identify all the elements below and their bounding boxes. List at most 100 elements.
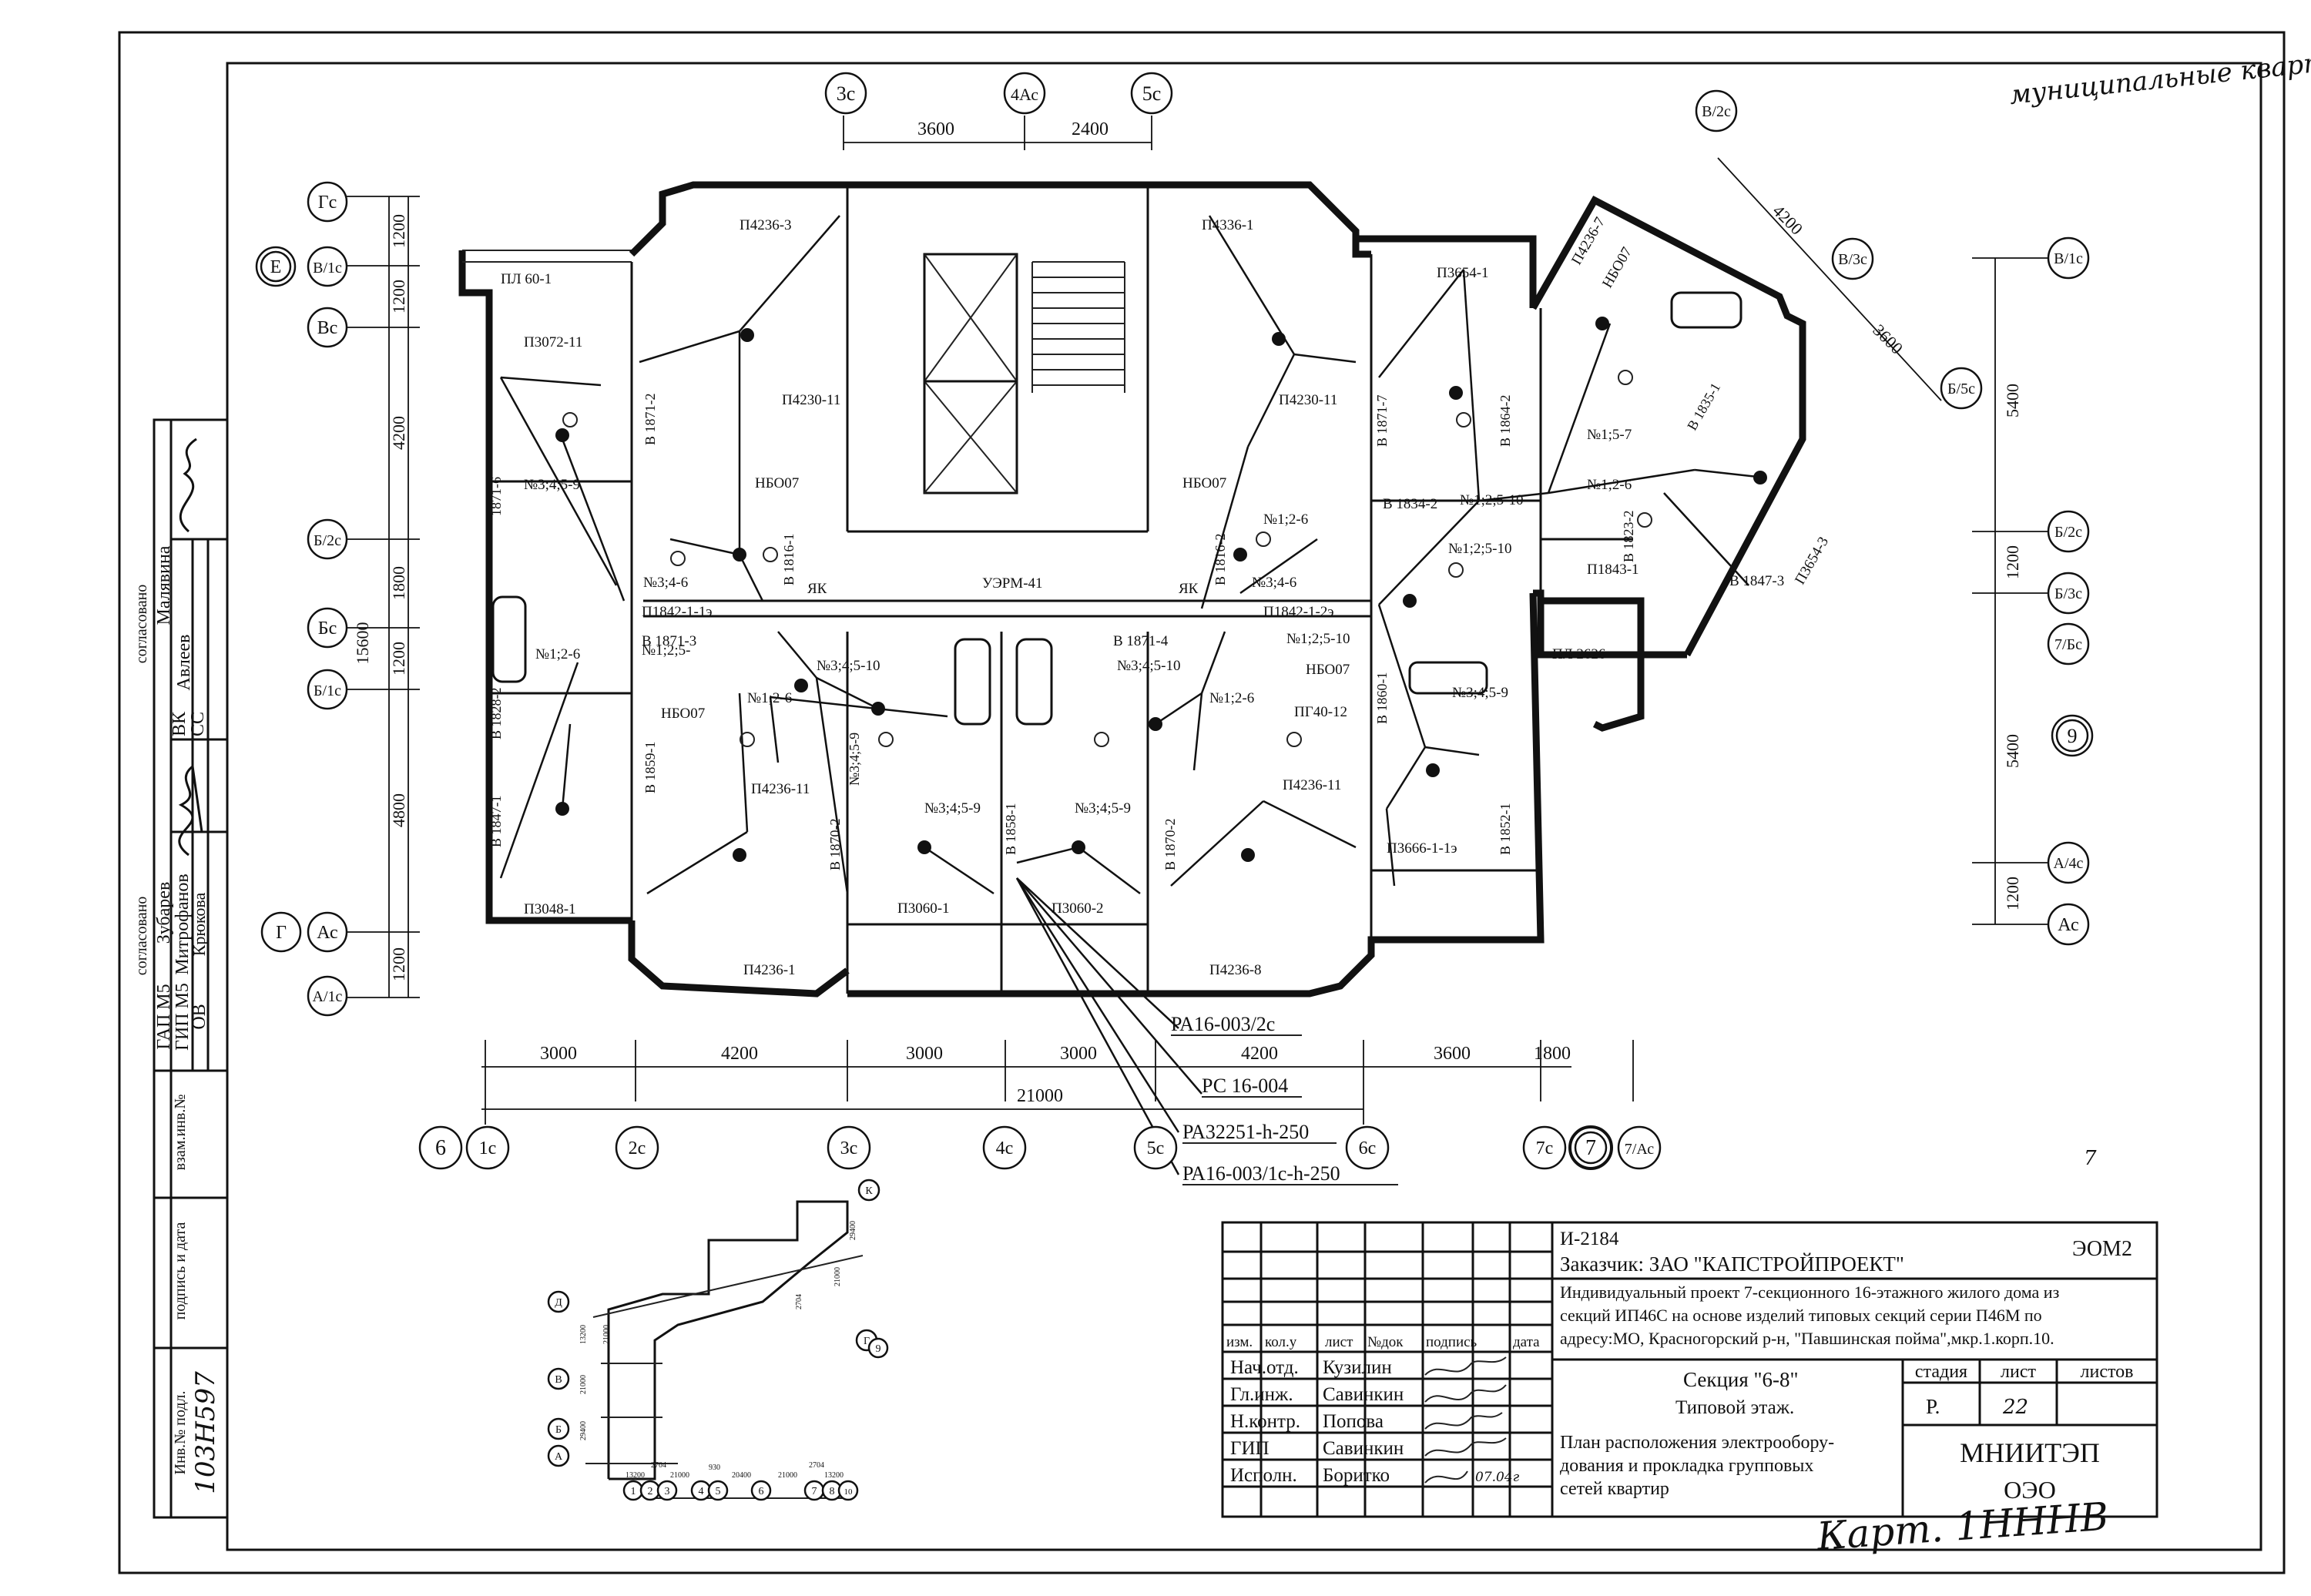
label-n12510d: №1;2;5- bbox=[642, 642, 691, 659]
building-walls bbox=[458, 181, 1806, 998]
svg-text:3000: 3000 bbox=[906, 1044, 943, 1064]
svg-text:4с: 4с bbox=[996, 1138, 1014, 1158]
label-p3060-2: П3060-2 bbox=[1052, 900, 1104, 917]
label-n346f: №3;4-6 bbox=[643, 575, 688, 591]
label-n346a: №3;4;5-9 bbox=[524, 477, 580, 493]
svg-text:стадия: стадия bbox=[1915, 1362, 1967, 1382]
label-b1847-1: В 1847-1 bbox=[488, 796, 504, 848]
label-b1864-2: В 1864-2 bbox=[1498, 395, 1513, 448]
svg-text:1: 1 bbox=[631, 1486, 636, 1497]
svg-text:Ас: Ас bbox=[2058, 915, 2078, 935]
label-pl2626: ПЛ 2626 bbox=[1552, 646, 1605, 662]
label-b1871-6: 1871-6 bbox=[488, 477, 504, 516]
svg-text:ВК: ВК bbox=[169, 711, 190, 736]
stamp-sign-date: подпись и дата bbox=[172, 1222, 189, 1319]
top-axis-4ac bbox=[1003, 72, 1046, 115]
doc-code: ЭОМ2 bbox=[2072, 1237, 2132, 1261]
svg-text:4200: 4200 bbox=[389, 416, 408, 450]
label-n126a: №1;2-6 bbox=[535, 646, 580, 662]
stamp-inv-number: 103Н597 bbox=[190, 1371, 221, 1494]
svg-text:6: 6 bbox=[435, 1136, 446, 1160]
svg-text:Б/5с: Б/5с bbox=[1947, 381, 1975, 397]
svg-text:7/Ас: 7/Ас bbox=[1625, 1141, 1655, 1158]
title-block: И-2184 ЭОМ2 Заказчик: ЗАО "КАПСТРОЙПРОЕК… bbox=[1221, 1221, 2158, 1518]
svg-text:Д: Д bbox=[555, 1297, 562, 1309]
label-b1835-1: В 1835-1 bbox=[1684, 381, 1723, 433]
label-n346b: №3;4;5-9 bbox=[924, 800, 981, 816]
bottom-dimensions: 3000 4200 3000 3000 4200 3600 1800 21000… bbox=[418, 1040, 1662, 1170]
top-dimensions: 3с 4Ас 5с 3600 2400 bbox=[824, 72, 1173, 150]
label-p1842a: П1842-1-1э bbox=[642, 604, 713, 620]
signature-1 bbox=[179, 438, 197, 533]
left-axis-a1c bbox=[307, 975, 348, 1017]
leader-pa16-003-2c: РА16-003/2с bbox=[1171, 1013, 1275, 1035]
svg-text:План расположения электрообору: План расположения электрообору- bbox=[1560, 1433, 1834, 1453]
svg-text:В: В bbox=[555, 1374, 562, 1386]
right-axis-ac bbox=[2047, 903, 2090, 946]
svg-text:6с: 6с bbox=[1359, 1138, 1377, 1158]
svg-text:21000: 21000 bbox=[834, 1267, 842, 1286]
svg-text:ГАП М5: ГАП М5 bbox=[154, 984, 174, 1049]
svg-text:А: А bbox=[555, 1451, 563, 1463]
site-key-map: Д В Б А К Г 1 2 3 4 5 6 7 8 9 10 13200 2… bbox=[547, 1179, 889, 1501]
bottom-axis-4c bbox=[982, 1125, 1027, 1170]
svg-text:3: 3 bbox=[665, 1486, 670, 1497]
corner-mark: 7 bbox=[2084, 1147, 2097, 1170]
svg-text:7/Бс: 7/Бс bbox=[2054, 636, 2082, 653]
bottom-axis-2c bbox=[615, 1125, 659, 1170]
section-name: Секция "6-8" bbox=[1683, 1368, 1799, 1391]
wiring-network bbox=[499, 215, 1765, 1175]
label-nbo-3: НБО07 bbox=[1599, 244, 1635, 290]
label-n12510c: №1;2;5-10 bbox=[1286, 631, 1350, 647]
org-name: МНИИТЭП bbox=[1960, 1437, 2100, 1468]
signed-date: 07.04г bbox=[1475, 1470, 1520, 1485]
section-floor: Типовой этаж. bbox=[1675, 1397, 1794, 1418]
svg-text:1800: 1800 bbox=[389, 566, 408, 600]
label-p3060-1: П3060-1 bbox=[897, 900, 950, 917]
label-b1828-2: В 1828-2 bbox=[488, 688, 504, 740]
svg-text:930: 930 bbox=[709, 1464, 720, 1472]
svg-text:1200: 1200 bbox=[389, 214, 408, 248]
svg-text:Индивидуальный проект 7-секцио: Индивидуальный проект 7-секционного 16-э… bbox=[1560, 1282, 2059, 1302]
left-axis-b2c bbox=[307, 518, 348, 560]
svg-text:Н.контр.: Н.контр. bbox=[1230, 1411, 1300, 1432]
svg-text:21000: 21000 bbox=[778, 1471, 797, 1480]
svg-text:ГИП М5: ГИП М5 bbox=[173, 983, 193, 1051]
svg-text:изм.: изм. bbox=[1226, 1334, 1253, 1350]
svg-text:1800: 1800 bbox=[1534, 1044, 1571, 1064]
svg-text:1200: 1200 bbox=[389, 947, 408, 981]
svg-text:21000: 21000 bbox=[579, 1375, 588, 1394]
label-b1871-3: В 1871-3 bbox=[642, 633, 696, 649]
label-b1858-1: В 1858-1 bbox=[1003, 803, 1018, 856]
svg-text:4800: 4800 bbox=[389, 793, 408, 827]
plan-labels: ПЛ 60-1 П3072-11 П4236-3 П4336-1 П3654-1… bbox=[488, 214, 1832, 978]
svg-text:21000: 21000 bbox=[670, 1471, 689, 1480]
stamp-inv-replace: взам.инв.№ bbox=[172, 1095, 189, 1171]
stamp-agreed-1: согласовано bbox=[133, 585, 150, 664]
bottom-axis-5c bbox=[1133, 1125, 1178, 1170]
label-b1871-4: В 1871-4 bbox=[1113, 633, 1169, 649]
svg-text:3с: 3с bbox=[837, 82, 856, 105]
label-n34510a: №3;4;5-10 bbox=[817, 658, 880, 674]
label-n126b: №1;2-6 bbox=[1263, 511, 1308, 528]
customer: Заказчик: ЗАО "КАПСТРОЙПРОЕКТ" bbox=[1560, 1252, 1904, 1276]
svg-text:Митрофанов: Митрофанов bbox=[173, 873, 193, 974]
svg-text:29400: 29400 bbox=[849, 1221, 857, 1240]
svg-text:Кузилин: Кузилин bbox=[1323, 1357, 1392, 1378]
svg-text:5с: 5с bbox=[1142, 82, 1162, 105]
svg-text:адресу:МО, Красногорский р-н,: адресу:МО, Красногорский р-н, "Павшинска… bbox=[1560, 1329, 2054, 1348]
label-b1859-1: В 1859-1 bbox=[642, 742, 658, 794]
svg-text:Нач.отд.: Нач.отд. bbox=[1230, 1357, 1299, 1378]
label-p4236-8: П4236-8 bbox=[1209, 962, 1262, 978]
stamp-inv-orig: Инв.№ подл. bbox=[172, 1391, 189, 1475]
svg-text:Авлеев: Авлеев bbox=[174, 635, 194, 691]
svg-text:2704: 2704 bbox=[795, 1294, 803, 1309]
svg-text:А/4с: А/4с bbox=[2054, 855, 2084, 872]
svg-text:Гл.инж.: Гл.инж. bbox=[1230, 1384, 1293, 1405]
svg-text:8: 8 bbox=[830, 1486, 835, 1497]
svg-text:4200: 4200 bbox=[1769, 201, 1806, 239]
right-dimensions: 4200 3600 5400 1200 5400 1200 В/2с В/3с … bbox=[1695, 89, 2094, 946]
label-b1871-2: В 1871-2 bbox=[642, 394, 658, 446]
label-b1871-7: В 1871-7 bbox=[1374, 395, 1390, 448]
svg-text:лист: лист bbox=[1325, 1334, 1353, 1350]
